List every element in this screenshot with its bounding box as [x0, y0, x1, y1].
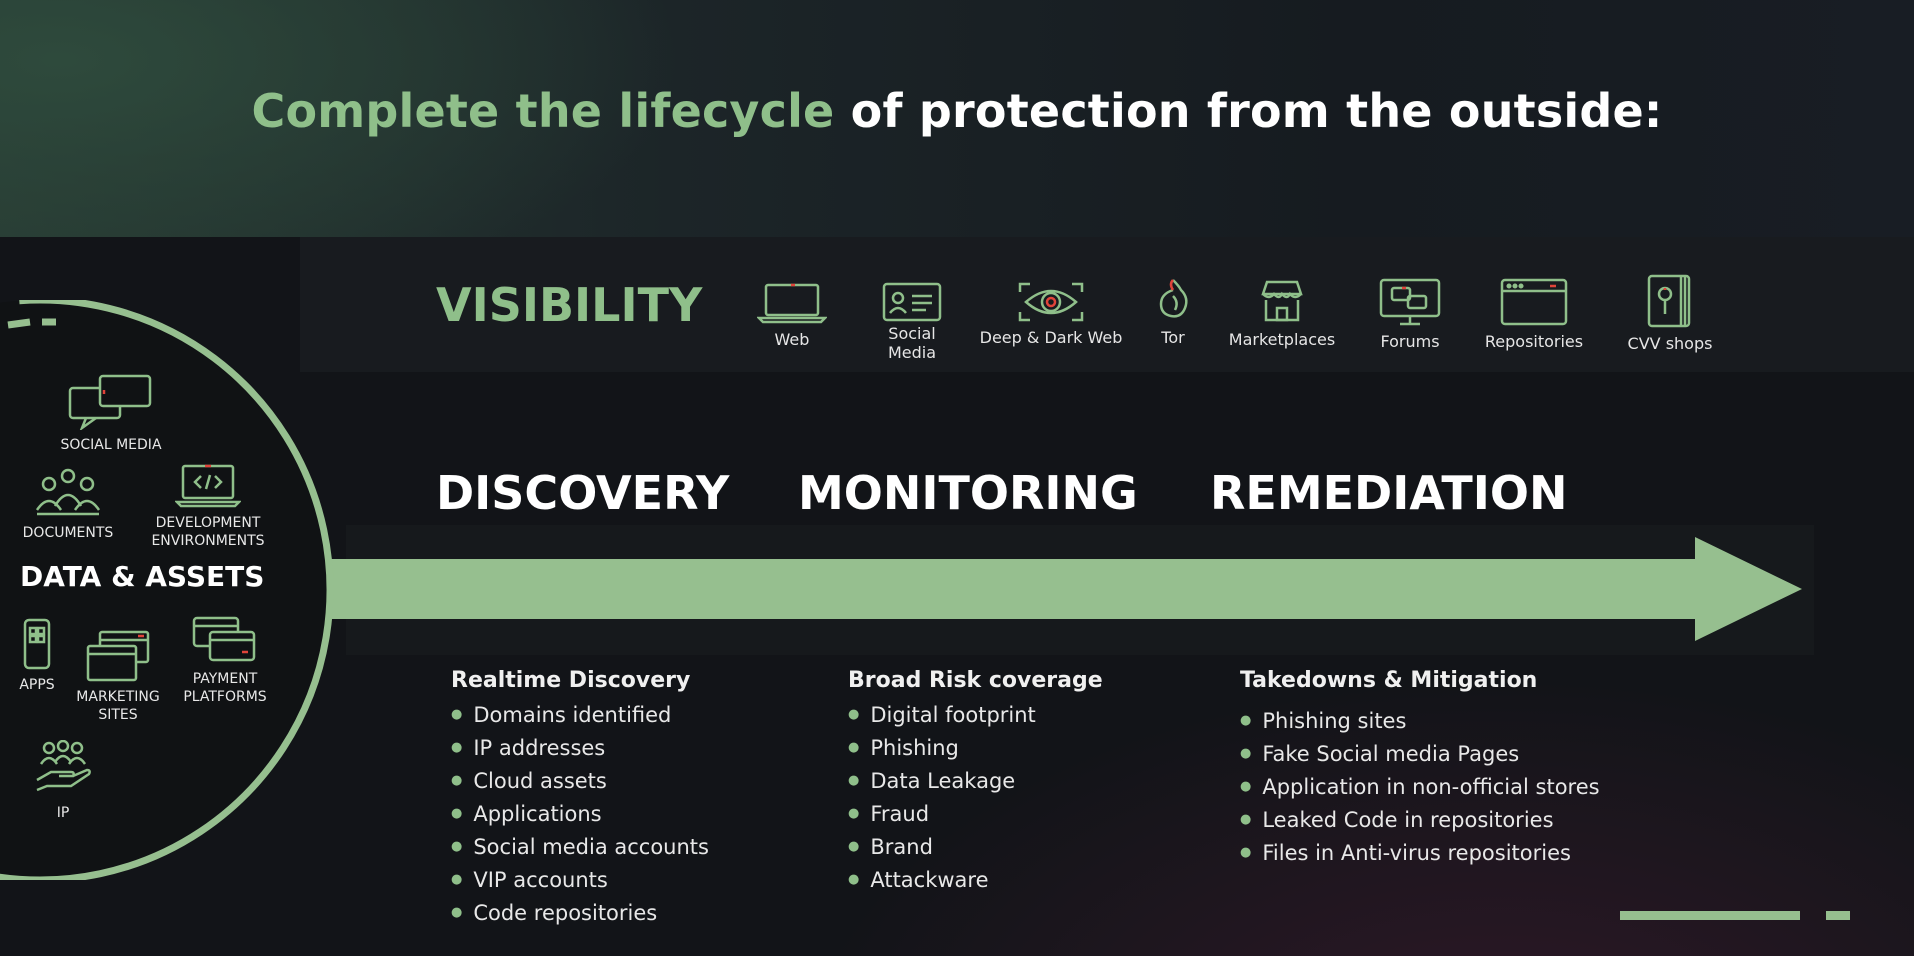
web-pages-icon	[86, 630, 150, 682]
source-label: Tor	[1161, 328, 1185, 347]
column-heading: Broad Risk coverage	[848, 668, 1103, 693]
asset-label: IP	[56, 805, 70, 821]
list-item: ●Digital footprint	[848, 703, 1036, 727]
list-item: ●Attackware	[848, 868, 989, 892]
asset-ip: IP	[26, 740, 100, 822]
asset-social-media: SOCIAL MEDIA	[46, 374, 176, 454]
asset-label: APPS	[19, 677, 55, 693]
phase-monitoring: MONITORING	[798, 466, 1138, 520]
assets-circle	[0, 300, 334, 880]
laptop-icon	[757, 283, 827, 324]
asset-label: SOCIAL MEDIA	[60, 437, 162, 453]
storefront-icon	[1261, 280, 1303, 322]
title-rest: of protection from the outside:	[834, 84, 1663, 138]
source-label: Web	[774, 330, 810, 349]
list-item: ●Phishing sites	[1240, 709, 1407, 733]
source-deep-dark-web: Deep & Dark Web	[976, 282, 1126, 347]
list-item: ●Brand	[848, 835, 933, 859]
list-item: ●IP addresses	[451, 736, 606, 760]
list-item: ●Fraud	[848, 802, 930, 826]
source-web: Web	[752, 282, 832, 349]
column-heading: Realtime Discovery	[451, 668, 691, 693]
source-label: CVV shops	[1627, 334, 1713, 353]
source-marketplaces: Marketplaces	[1222, 278, 1342, 349]
id-card-icon	[882, 282, 942, 322]
source-forums: Forums	[1366, 278, 1454, 351]
source-repositories: Repositories	[1478, 278, 1590, 351]
source-label: Repositories	[1484, 332, 1584, 351]
page-title: Complete the lifecycle of protection fro…	[0, 84, 1914, 138]
card-lock-icon	[1647, 274, 1691, 328]
column-monitoring: Broad Risk coverage ●Digital footprint ●…	[848, 668, 1103, 897]
source-label: Forums	[1380, 332, 1440, 351]
list-item: ●Applications	[451, 802, 602, 826]
cards-icon	[192, 616, 256, 662]
visibility-heading: VISIBILITY	[436, 278, 703, 332]
chat-monitor-icon	[1379, 278, 1441, 326]
slide-progress-indicator	[1620, 911, 1850, 920]
list-item: ●Phishing	[848, 736, 959, 760]
assets-title: DATA & ASSETS	[20, 560, 265, 593]
source-label: Marketplaces	[1228, 330, 1336, 349]
asset-apps: APPS	[10, 618, 64, 694]
browser-window-icon	[1500, 278, 1568, 326]
phase-discovery: DISCOVERY	[436, 466, 730, 520]
list-item: ●Application in non-official stores	[1240, 775, 1600, 799]
lifecycle-arrow	[305, 537, 1802, 641]
phone-apps-icon	[23, 618, 51, 670]
code-laptop-icon	[175, 464, 241, 508]
source-tor: Tor	[1150, 276, 1196, 347]
source-label: Deep & Dark Web	[979, 328, 1123, 347]
phase-remediation: REMEDIATION	[1210, 466, 1568, 520]
list-item: ●Data Leakage	[848, 769, 1016, 793]
list-item: ●Leaked Code in repositories	[1240, 808, 1554, 832]
eye-icon	[1018, 282, 1084, 322]
people-group-icon	[35, 468, 101, 516]
column-discovery: Realtime Discovery ●Domains identified ●…	[451, 668, 709, 930]
source-cvv-shops: CVV shops	[1620, 274, 1720, 353]
header-band	[0, 0, 1914, 237]
column-remediation: Takedowns & Mitigation ●Phishing sites ●…	[1240, 668, 1600, 870]
asset-documents: DOCUMENTS	[8, 466, 128, 542]
asset-label: DOCUMENTS	[22, 525, 114, 541]
column-heading: Takedowns & Mitigation	[1240, 668, 1538, 693]
title-highlight: Complete the lifecycle	[251, 84, 835, 138]
list-item: ●Domains identified	[451, 703, 672, 727]
onion-icon	[1159, 279, 1188, 318]
list-item: ●Fake Social media Pages	[1240, 742, 1520, 766]
visibility-band	[300, 237, 1914, 372]
list-item: ●VIP accounts	[451, 868, 608, 892]
list-item: ●Cloud assets	[451, 769, 607, 793]
hand-people-icon	[36, 740, 91, 792]
list-item: ●Social media accounts	[451, 835, 709, 859]
chat-bubbles-icon	[68, 374, 152, 430]
list-item: ●Code repositories	[451, 901, 658, 925]
list-item: ●Files in Anti-virus repositories	[1240, 841, 1571, 865]
